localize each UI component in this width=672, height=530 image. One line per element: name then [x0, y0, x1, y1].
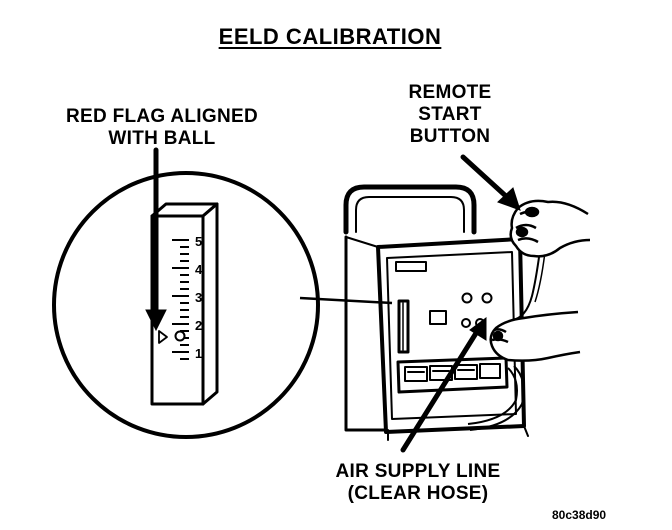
flow-meter	[150, 202, 219, 406]
red-flag-marker	[158, 330, 168, 344]
remote-cord	[511, 249, 541, 321]
float-ball	[174, 330, 186, 342]
scale-number-2: 2	[195, 318, 202, 333]
air-supply-label-line-2: (CLEAR HOSE)	[347, 483, 489, 504]
callout-arrows	[145, 147, 521, 453]
eeld-tester	[343, 184, 529, 441]
air-supply-label: AIR SUPPLY LINE (CLEAR HOSE)	[278, 462, 558, 506]
knob-3	[461, 318, 471, 328]
bottom-button-row	[396, 356, 509, 394]
scale-numbers: 5 4 3 2 1	[195, 234, 203, 361]
air-supply-hose	[467, 367, 518, 425]
tester-handle	[343, 184, 477, 235]
scale-number-3: 3	[195, 290, 202, 305]
scale-number-4: 4	[195, 262, 203, 277]
remote-start-label: REMOTE START BUTTON	[375, 83, 525, 149]
display-window	[395, 261, 427, 272]
scale-number-1: 1	[195, 346, 202, 361]
magnified-view: 5 4 3 2 1	[52, 171, 393, 439]
remote-hand	[509, 199, 591, 258]
air-supply-arrow	[400, 327, 481, 453]
remote-arrow	[460, 154, 511, 201]
figure-id: 80c38d90	[552, 508, 607, 522]
magnifier-connector-top	[299, 296, 393, 305]
air-supply-label-line-1: AIR SUPPLY LINE	[335, 461, 501, 482]
hand-on-panel	[489, 310, 581, 362]
scale-number-5: 5	[195, 234, 202, 249]
red-flag-label-line-1: RED FLAG ALIGNED	[66, 106, 258, 127]
knob-2	[481, 292, 493, 304]
diagram-title: EELD CALIBRATION	[218, 24, 442, 49]
remote-label-line-2: START	[418, 104, 482, 125]
remote-label-line-1: REMOTE	[408, 82, 492, 103]
red-flag-label-line-2: WITH BALL	[108, 128, 216, 149]
remote-label-line-3: BUTTON	[409, 126, 491, 147]
knob-1	[461, 292, 473, 304]
red-flag-label: RED FLAG ALIGNED WITH BALL	[22, 107, 302, 151]
